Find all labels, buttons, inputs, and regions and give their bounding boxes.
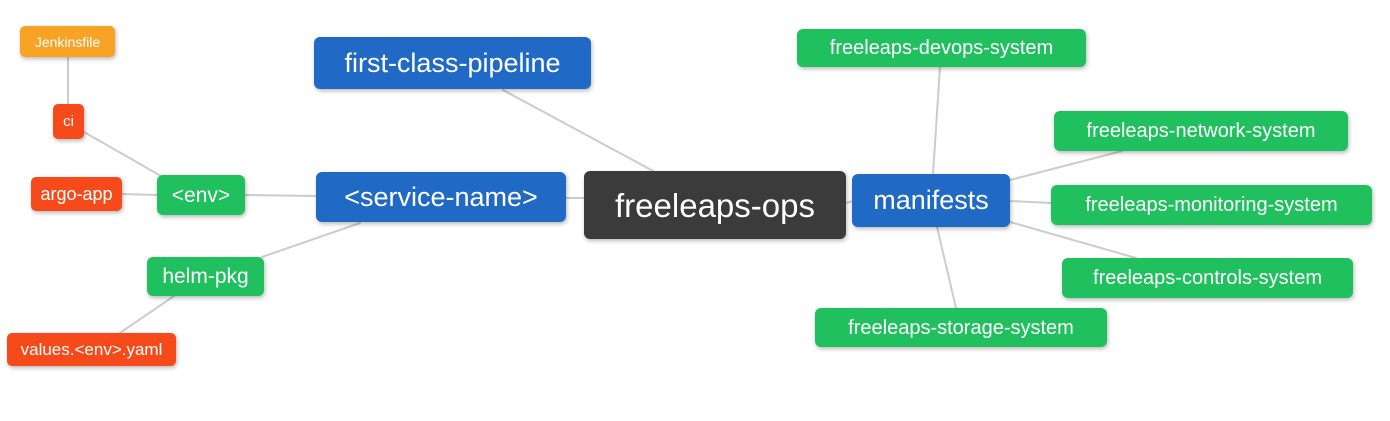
edge-ops-manifests <box>845 200 854 204</box>
node-env[interactable]: <env> <box>157 175 245 215</box>
edge-manifests-network <box>1009 150 1123 181</box>
node-jenkinsfile[interactable]: Jenkinsfile <box>20 26 115 57</box>
node-service-name[interactable]: <service-name> <box>316 172 566 222</box>
node-freeleaps-monitoring-system[interactable]: freeleaps-monitoring-system <box>1051 185 1372 225</box>
edge-helm-pkg-service-name <box>261 222 361 258</box>
edge-ci-env <box>83 131 162 177</box>
edge-pipeline-ops <box>502 89 656 173</box>
edge-manifests-monitoring <box>1009 200 1052 204</box>
node-values-env-yaml[interactable]: values.<env>.yaml <box>7 333 176 366</box>
node-freeleaps-storage-system[interactable]: freeleaps-storage-system <box>815 308 1107 347</box>
edge-env-service-name <box>244 194 317 197</box>
edge-manifests-storage <box>936 226 957 309</box>
node-first-class-pipeline[interactable]: first-class-pipeline <box>314 37 591 89</box>
edge-manifests-devops <box>932 66 941 175</box>
node-manifests[interactable]: manifests <box>852 174 1010 227</box>
node-ci[interactable]: ci <box>53 104 84 139</box>
node-freeleaps-network-system[interactable]: freeleaps-network-system <box>1054 111 1348 151</box>
node-freeleaps-devops-system[interactable]: freeleaps-devops-system <box>797 29 1086 67</box>
node-helm-pkg[interactable]: helm-pkg <box>147 257 264 296</box>
edge-argo-app-env <box>121 193 158 196</box>
node-freeleaps-controls-system[interactable]: freeleaps-controls-system <box>1062 258 1353 298</box>
node-freeleaps-ops-root[interactable]: freeleaps-ops <box>584 171 846 239</box>
edge-manifests-controls <box>1009 221 1137 259</box>
edge-helm-pkg-values <box>119 295 175 334</box>
node-argo-app[interactable]: argo-app <box>31 177 122 211</box>
